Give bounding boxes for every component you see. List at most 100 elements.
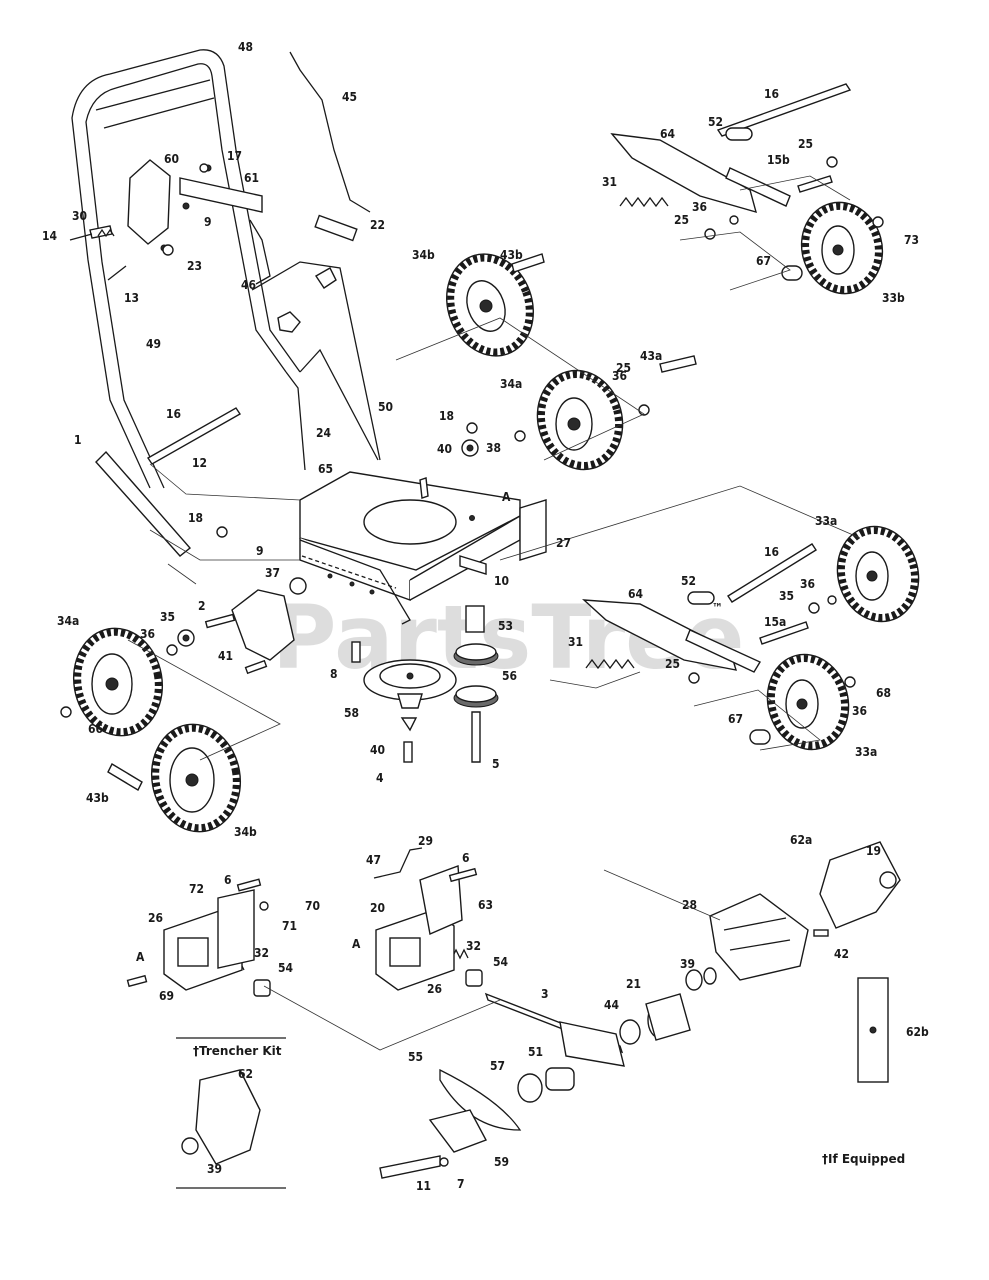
wheel-33a-bottom [766, 653, 850, 751]
wheel-34a-center [536, 369, 624, 471]
callout-25: 25 [665, 657, 680, 671]
callout-39: 39 [207, 1162, 222, 1176]
callout-29: 29 [418, 834, 433, 848]
callout-72: 72 [189, 882, 204, 896]
callout-12: 12 [192, 456, 207, 470]
callout-35: 35 [160, 610, 175, 624]
callout-54: 54 [493, 955, 509, 969]
callout-20: 20 [370, 901, 385, 915]
trencher-kit-box [176, 1037, 286, 1189]
callout-70: 70 [305, 899, 320, 913]
frame-deck [299, 471, 547, 625]
gearbox-59 [428, 1109, 487, 1153]
callout-21: 21 [626, 977, 641, 991]
axle-rods [95, 83, 852, 645]
if-equipped-note: †If Equipped [822, 1152, 905, 1166]
callout-3: 3 [541, 987, 549, 1001]
callout-15a: 15a [764, 615, 786, 629]
callout-56: 56 [502, 669, 517, 683]
callout-54: 54 [278, 961, 294, 975]
callout-69: 69 [159, 989, 174, 1003]
callout-45: 45 [342, 90, 357, 104]
callout-57: 57 [490, 1059, 505, 1073]
callout-67: 67 [756, 254, 771, 268]
callout-18: 18 [188, 511, 203, 525]
callout-68: 68 [876, 686, 891, 700]
callout-7: 7 [457, 1177, 465, 1191]
callout-13: 13 [124, 291, 139, 305]
wheel-34a-left [72, 627, 164, 737]
callout-37: 37 [265, 566, 280, 580]
callout-14: 14 [42, 229, 58, 243]
blade-62a [819, 841, 901, 929]
callout-63: 63 [478, 898, 493, 912]
callout-60: 60 [164, 152, 179, 166]
callout-22: 22 [370, 218, 385, 232]
callout-9: 9 [204, 215, 212, 229]
callout-16: 16 [764, 545, 779, 559]
callout-2: 2 [198, 599, 206, 613]
callout-34b: 34b [234, 825, 257, 839]
callout-16: 16 [166, 407, 181, 421]
callout-5: 5 [492, 757, 500, 771]
callout-24: 24 [316, 426, 332, 440]
callout-4: 4 [376, 771, 384, 785]
callout-46: 46 [241, 278, 256, 292]
callout-32: 32 [466, 939, 481, 953]
callout-36: 36 [140, 627, 155, 641]
callout-8: 8 [330, 667, 338, 681]
callout-59: 59 [494, 1155, 509, 1169]
callout-26: 26 [427, 982, 442, 996]
callout-33b: 33b [882, 291, 905, 305]
pulley-assembly [351, 605, 499, 763]
trademark-symbol: ™ [712, 601, 723, 615]
callout-64: 64 [628, 587, 644, 601]
callout-10: 10 [494, 574, 509, 588]
callout-62a: 62a [790, 833, 812, 847]
callout-36: 36 [612, 369, 627, 383]
callout-64: 64 [660, 127, 676, 141]
callout-31: 31 [602, 175, 617, 189]
callout-30: 30 [72, 209, 87, 223]
reference-a: A [352, 937, 361, 951]
handle-assembly [69, 49, 381, 489]
callout-44: 44 [604, 998, 620, 1012]
callout-43b: 43b [500, 248, 523, 262]
callout-42: 42 [834, 947, 849, 961]
callout-23: 23 [187, 259, 202, 273]
callout-34a: 34a [500, 377, 522, 391]
height-adjust-levers [582, 133, 791, 673]
callout-48: 48 [238, 40, 253, 54]
callout-18: 18 [439, 409, 454, 423]
callout-34b: 34b [412, 248, 435, 262]
callout-66: 66 [88, 722, 103, 736]
callout-40: 40 [370, 743, 385, 757]
callout-47: 47 [366, 853, 381, 867]
callout-36: 36 [692, 200, 707, 214]
callout-6: 6 [224, 873, 232, 887]
callout-62b: 62b [906, 1025, 929, 1039]
lever-bracket [127, 159, 171, 245]
callout-11: 11 [416, 1179, 431, 1193]
callout-33a: 33a [815, 514, 837, 528]
callout-25: 25 [798, 137, 813, 151]
callout-62: 62 [238, 1067, 253, 1081]
callout-39: 39 [680, 957, 695, 971]
callout-52: 52 [708, 115, 723, 129]
callout-73: 73 [904, 233, 919, 247]
callout-41: 41 [218, 649, 233, 663]
callout-labels: 1 2 3 4 5 6 6 7 8 9 9 10 11 12 13 14 15a… [42, 40, 929, 1193]
wheels [72, 201, 920, 833]
grip [314, 214, 358, 242]
wheel-33a-top [836, 525, 920, 623]
small-parts [60, 127, 884, 791]
callout-61: 61 [244, 171, 259, 185]
callout-25: 25 [616, 361, 631, 375]
callout-27: 27 [556, 536, 571, 550]
callout-49: 49 [146, 337, 161, 351]
callout-28: 28 [682, 898, 697, 912]
callout-38: 38 [486, 441, 501, 455]
callout-17: 17 [227, 149, 242, 163]
callout-25: 25 [674, 213, 689, 227]
